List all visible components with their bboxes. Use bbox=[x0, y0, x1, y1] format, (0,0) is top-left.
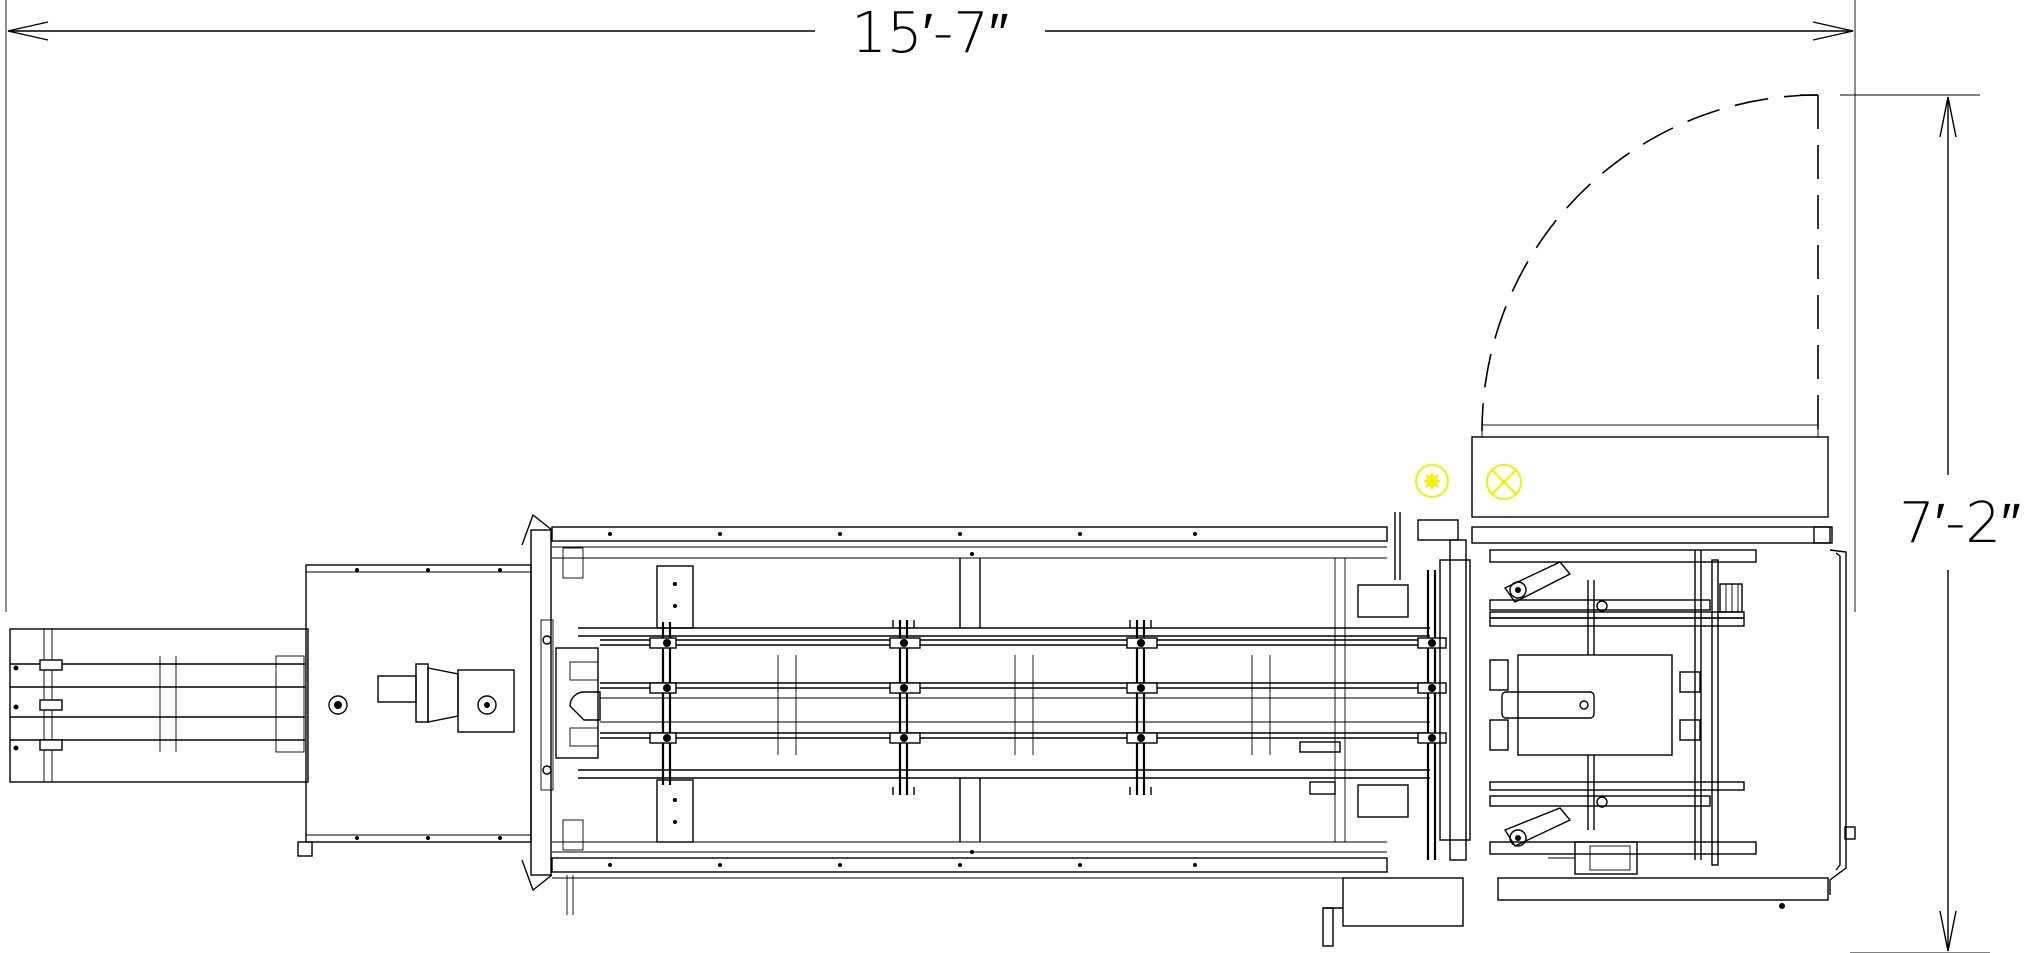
x-circle-symbol bbox=[1486, 464, 1522, 500]
bottom-side-rail bbox=[551, 857, 1388, 873]
width-dimension: 7′-2″ bbox=[1840, 94, 2021, 953]
pivot-arm-upper bbox=[1503, 561, 1572, 603]
arrowhead-left bbox=[7, 21, 49, 41]
infeed-frame bbox=[9, 628, 309, 783]
door-swing bbox=[1481, 94, 1819, 432]
motor-plate-hole bbox=[328, 695, 348, 715]
cross-members bbox=[777, 558, 1346, 842]
lower-motor bbox=[1574, 841, 1638, 875]
gear-motor bbox=[377, 663, 515, 733]
door-swing-arc bbox=[1481, 94, 1819, 432]
top-side-rail bbox=[551, 526, 1388, 542]
indicator-symbols bbox=[1415, 464, 1522, 500]
guide-rails bbox=[578, 627, 1430, 779]
left-end-frame bbox=[530, 529, 552, 876]
length-dimension: 15′-7″ bbox=[5, 0, 1856, 612]
arrowhead-right bbox=[1812, 21, 1854, 41]
motor-plate bbox=[297, 564, 532, 857]
base-box bbox=[1342, 877, 1464, 927]
discharge-section bbox=[1322, 424, 1856, 947]
adjustment-posts bbox=[649, 570, 1447, 860]
rail-fasteners bbox=[608, 532, 1197, 867]
overall-width-label: 7′-2″ bbox=[1899, 491, 2021, 556]
main-conveyor bbox=[521, 512, 1471, 915]
arrowhead-top bbox=[1939, 96, 1957, 138]
infeed-clamps bbox=[13, 659, 63, 751]
upper-housing bbox=[1471, 436, 1829, 518]
bearing-block-left bbox=[555, 647, 599, 759]
arrowhead-bottom bbox=[1939, 910, 1957, 952]
center-block bbox=[1517, 654, 1673, 756]
overall-length-label: 15′-7″ bbox=[851, 1, 1008, 66]
asterisk-circle-symbol bbox=[1415, 464, 1449, 498]
infeed-extension bbox=[9, 628, 309, 783]
pivot-arm-lower bbox=[1503, 807, 1572, 847]
